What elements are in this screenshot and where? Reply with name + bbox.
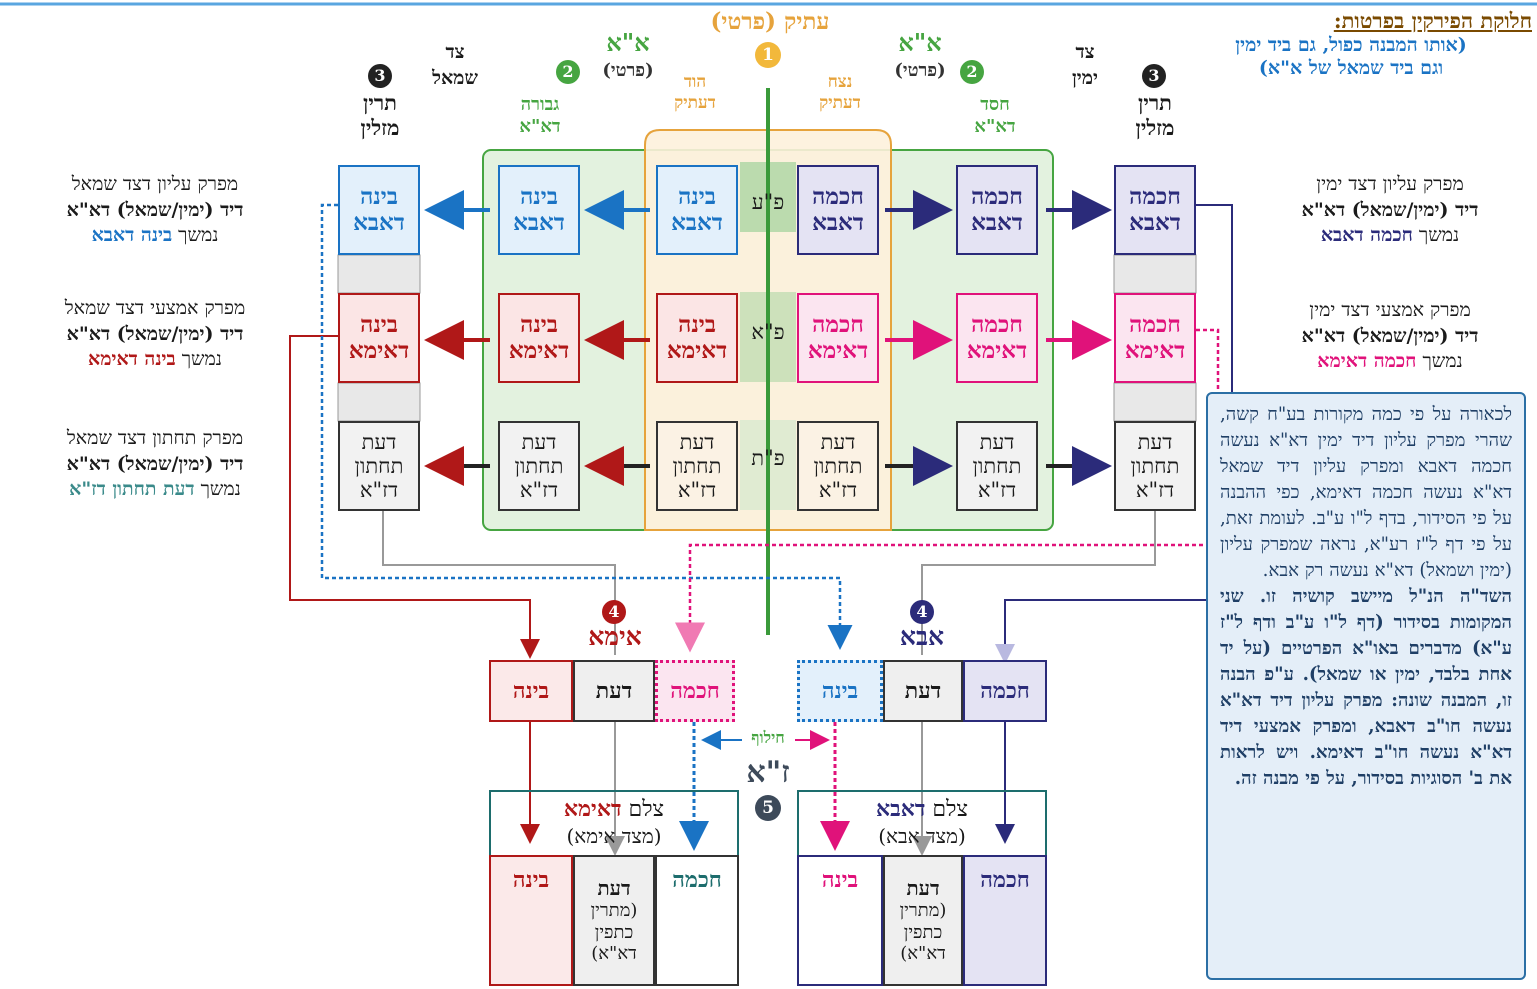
title-heading: חלוקת הפירקין בפרטות: <box>1333 8 1532 33</box>
tzelem-ima-sub: (מצד אימא) <box>566 824 662 848</box>
tzelem-abba-bina: בינה <box>797 855 883 986</box>
right-desc-1: מפרק עליון דצד ימין דיד (ימין/שמאל) דא"א… <box>1301 173 1479 247</box>
center-label-bottom: פ"ת <box>751 446 785 470</box>
aa-left-sub: (פרטי) <box>602 60 654 81</box>
num-3-badge-right: 3 <box>1142 64 1166 88</box>
tzelem-ima-daat: דעת (מתרין כתפין דא"א) <box>573 855 655 986</box>
abba-chochma-cell: חכמה <box>963 660 1047 722</box>
tzelem-ima-title: צלם דאימא <box>563 796 665 822</box>
num-1-badge: 1 <box>755 42 781 68</box>
tzad-smol-label: צד שמאל <box>432 41 478 89</box>
left-desc-1: מפרק עליון דצד שמאל דיד (ימין/שמאל) דא"א… <box>66 173 244 247</box>
ima-chochma-cell: חכמה <box>655 660 735 722</box>
chiluf-label: חילוף <box>751 728 785 747</box>
tzelem-ima-bina: בינה <box>489 855 573 986</box>
abba-title: אבא <box>899 622 945 651</box>
aa-right-title: א"א <box>898 28 942 57</box>
num-4-badge-abba: 4 <box>910 600 934 624</box>
left-desc-3: מפרק תחתון דצד שמאל דיד (ימין/שמאל) דא"א… <box>66 427 244 501</box>
tzelem-abba-chochma: חכמה <box>963 855 1047 986</box>
za-title: ז"א <box>746 755 790 790</box>
num-2-badge-right: 2 <box>960 60 984 84</box>
tzelem-abba-title: צלם דאבא <box>876 796 968 822</box>
aa-right-sub: (פרטי) <box>894 60 946 81</box>
tzad-yemin-label: צד ימין <box>1071 41 1099 89</box>
explanation-note: לכאורה על פי כמה מקורות בע"ח קשה, שהרי מ… <box>1206 392 1526 980</box>
num-3-badge-left: 3 <box>368 64 392 88</box>
num-5-badge: 5 <box>755 795 781 821</box>
title-sub-2: וגם ביד שמאל של א"א) <box>1258 57 1444 79</box>
right-desc-2: מפרק אמצעי דצד ימין דיד (ימין/שמאל) דא"א… <box>1301 299 1479 373</box>
tzelem-abba-sub: (מצד אבא) <box>878 824 966 848</box>
tzelem-abba-daat: דעת (מתרין כתפין דא"א) <box>883 855 963 986</box>
left-desc-2: מפרק אמצעי דצד שמאל דיד (ימין/שמאל) דא"א… <box>64 297 246 371</box>
note-paragraph-1: לכאורה על פי כמה מקורות בע"ח קשה, שהרי מ… <box>1220 404 1512 582</box>
aa-left-title: א"א <box>606 28 650 57</box>
atik-label: עתיק (פרטי) <box>710 8 830 35</box>
center-label-top: פ"ע <box>751 190 785 214</box>
abba-daat-cell: דעת <box>883 660 963 722</box>
note-paragraph-2: השד"ה הנ"ל מיישב קושיה זו. שני המקומות ב… <box>1220 586 1512 790</box>
ima-bina-cell: בינה <box>489 660 573 722</box>
title-sub-1: (אותו המבנה כפול, גם ביד ימין <box>1235 34 1467 56</box>
title-block: חלוקת הפירקין בפרטות: (אותו המבנה כפול, … <box>1170 8 1532 80</box>
ima-daat-cell: דעת <box>573 660 655 722</box>
center-label-mid: פ"א <box>751 320 785 344</box>
ima-title: אימא <box>588 622 642 651</box>
abba-bina-cell: בינה <box>797 660 883 722</box>
num-2-badge-left: 2 <box>556 60 580 84</box>
tarin-mazlin-right: תרין מזלין <box>1135 90 1175 141</box>
tzelem-ima-chochma: חכמה <box>655 855 739 986</box>
tarin-mazlin-left: תרין מזלין <box>360 90 400 141</box>
num-4-badge-ima: 4 <box>602 600 626 624</box>
